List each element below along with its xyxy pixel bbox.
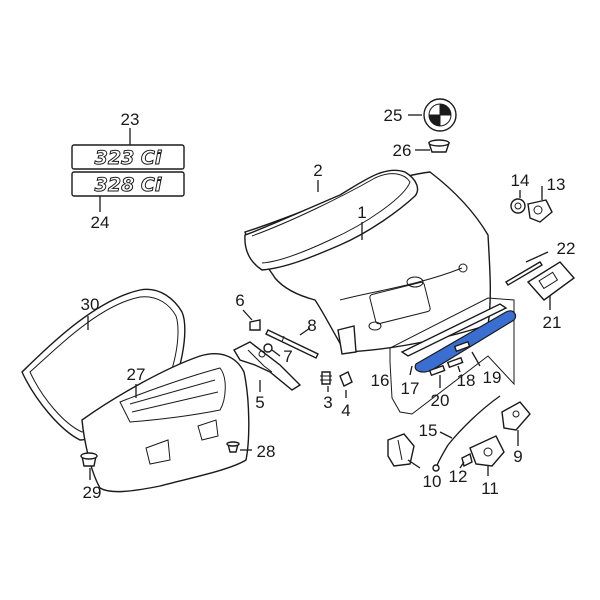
emblem-grommet[interactable] xyxy=(428,139,450,153)
callout-3: 3 xyxy=(323,393,332,412)
lock-bracket[interactable] xyxy=(387,433,415,467)
callout-9: 9 xyxy=(513,447,522,466)
callout-16: 16 xyxy=(371,371,390,390)
badge-328ci[interactable]: 328 Ci xyxy=(71,171,185,197)
leader-line-19 xyxy=(471,351,481,367)
callout-28: 28 xyxy=(257,442,276,461)
hinge-bolt[interactable] xyxy=(263,343,273,353)
badge-328ci-text: 328 Ci xyxy=(95,174,162,196)
leader-line-6 xyxy=(242,309,253,321)
handle-seal-small[interactable] xyxy=(428,340,471,377)
callout-22: 22 xyxy=(557,239,576,258)
badge-323ci-text: 323 Ci xyxy=(95,147,162,169)
leader-line-12 xyxy=(459,461,465,469)
roundel-emblem[interactable] xyxy=(423,98,457,132)
callout-11: 11 xyxy=(481,479,499,498)
striker-bolt[interactable] xyxy=(461,452,473,468)
leader-line-18 xyxy=(457,365,461,373)
callout-20: 20 xyxy=(431,391,450,410)
hinge-assembly[interactable] xyxy=(233,341,302,391)
callout-10: 10 xyxy=(423,472,442,491)
release-cable[interactable] xyxy=(432,395,501,472)
trim-clip-29[interactable] xyxy=(80,452,98,467)
latch-actuator[interactable] xyxy=(501,401,531,431)
lock-cylinder-cap[interactable] xyxy=(510,198,526,214)
bumper-stop[interactable] xyxy=(249,319,261,331)
callout-26: 26 xyxy=(393,141,412,160)
lock-cylinder[interactable] xyxy=(527,199,553,223)
clip[interactable] xyxy=(339,371,353,387)
badge-323ci[interactable]: 323 Ci xyxy=(71,144,185,170)
trunk-lid-seal[interactable] xyxy=(244,169,419,271)
rubber-buffer[interactable] xyxy=(320,371,332,385)
leader-line-17 xyxy=(409,365,413,376)
callout-30: 30 xyxy=(81,295,100,314)
callout-25: 25 xyxy=(384,106,403,125)
handle-trim-strip[interactable] xyxy=(400,303,508,357)
trim-clip-28[interactable] xyxy=(226,441,240,453)
callout-4: 4 xyxy=(341,401,350,420)
trunk-handle-highlighted[interactable] xyxy=(414,310,517,373)
callout-21: 21 xyxy=(543,313,562,332)
callout-19: 19 xyxy=(483,368,502,387)
callout-1: 1 xyxy=(357,203,366,222)
callout-15: 15 xyxy=(419,421,438,440)
leader-line-22 xyxy=(525,251,549,263)
callout-27: 27 xyxy=(127,365,146,384)
leader-line-7 xyxy=(271,349,281,357)
callout-13: 13 xyxy=(547,175,566,194)
callout-29: 29 xyxy=(83,483,102,502)
gas-strut[interactable] xyxy=(265,329,319,359)
trim-bracket[interactable] xyxy=(526,261,576,301)
leader-line-8 xyxy=(299,327,311,336)
callout-12: 12 xyxy=(449,467,468,486)
trim-strip[interactable] xyxy=(505,261,543,286)
callout-2: 2 xyxy=(313,161,322,180)
callout-8: 8 xyxy=(307,316,316,335)
leader-line-15 xyxy=(439,431,453,439)
callout-23: 23 xyxy=(121,110,140,129)
callout-7: 7 xyxy=(283,347,292,366)
callout-5: 5 xyxy=(255,393,264,412)
handle-assembly-box xyxy=(389,297,515,415)
trunk-inner-trim-panel[interactable] xyxy=(81,353,250,493)
callout-14: 14 xyxy=(511,171,530,190)
leader-line-10 xyxy=(407,459,421,469)
trunk-latch[interactable] xyxy=(469,435,505,467)
callout-17: 17 xyxy=(401,379,420,398)
callout-24: 24 xyxy=(91,213,110,232)
callout-18: 18 xyxy=(457,371,476,390)
callout-6: 6 xyxy=(235,291,244,310)
